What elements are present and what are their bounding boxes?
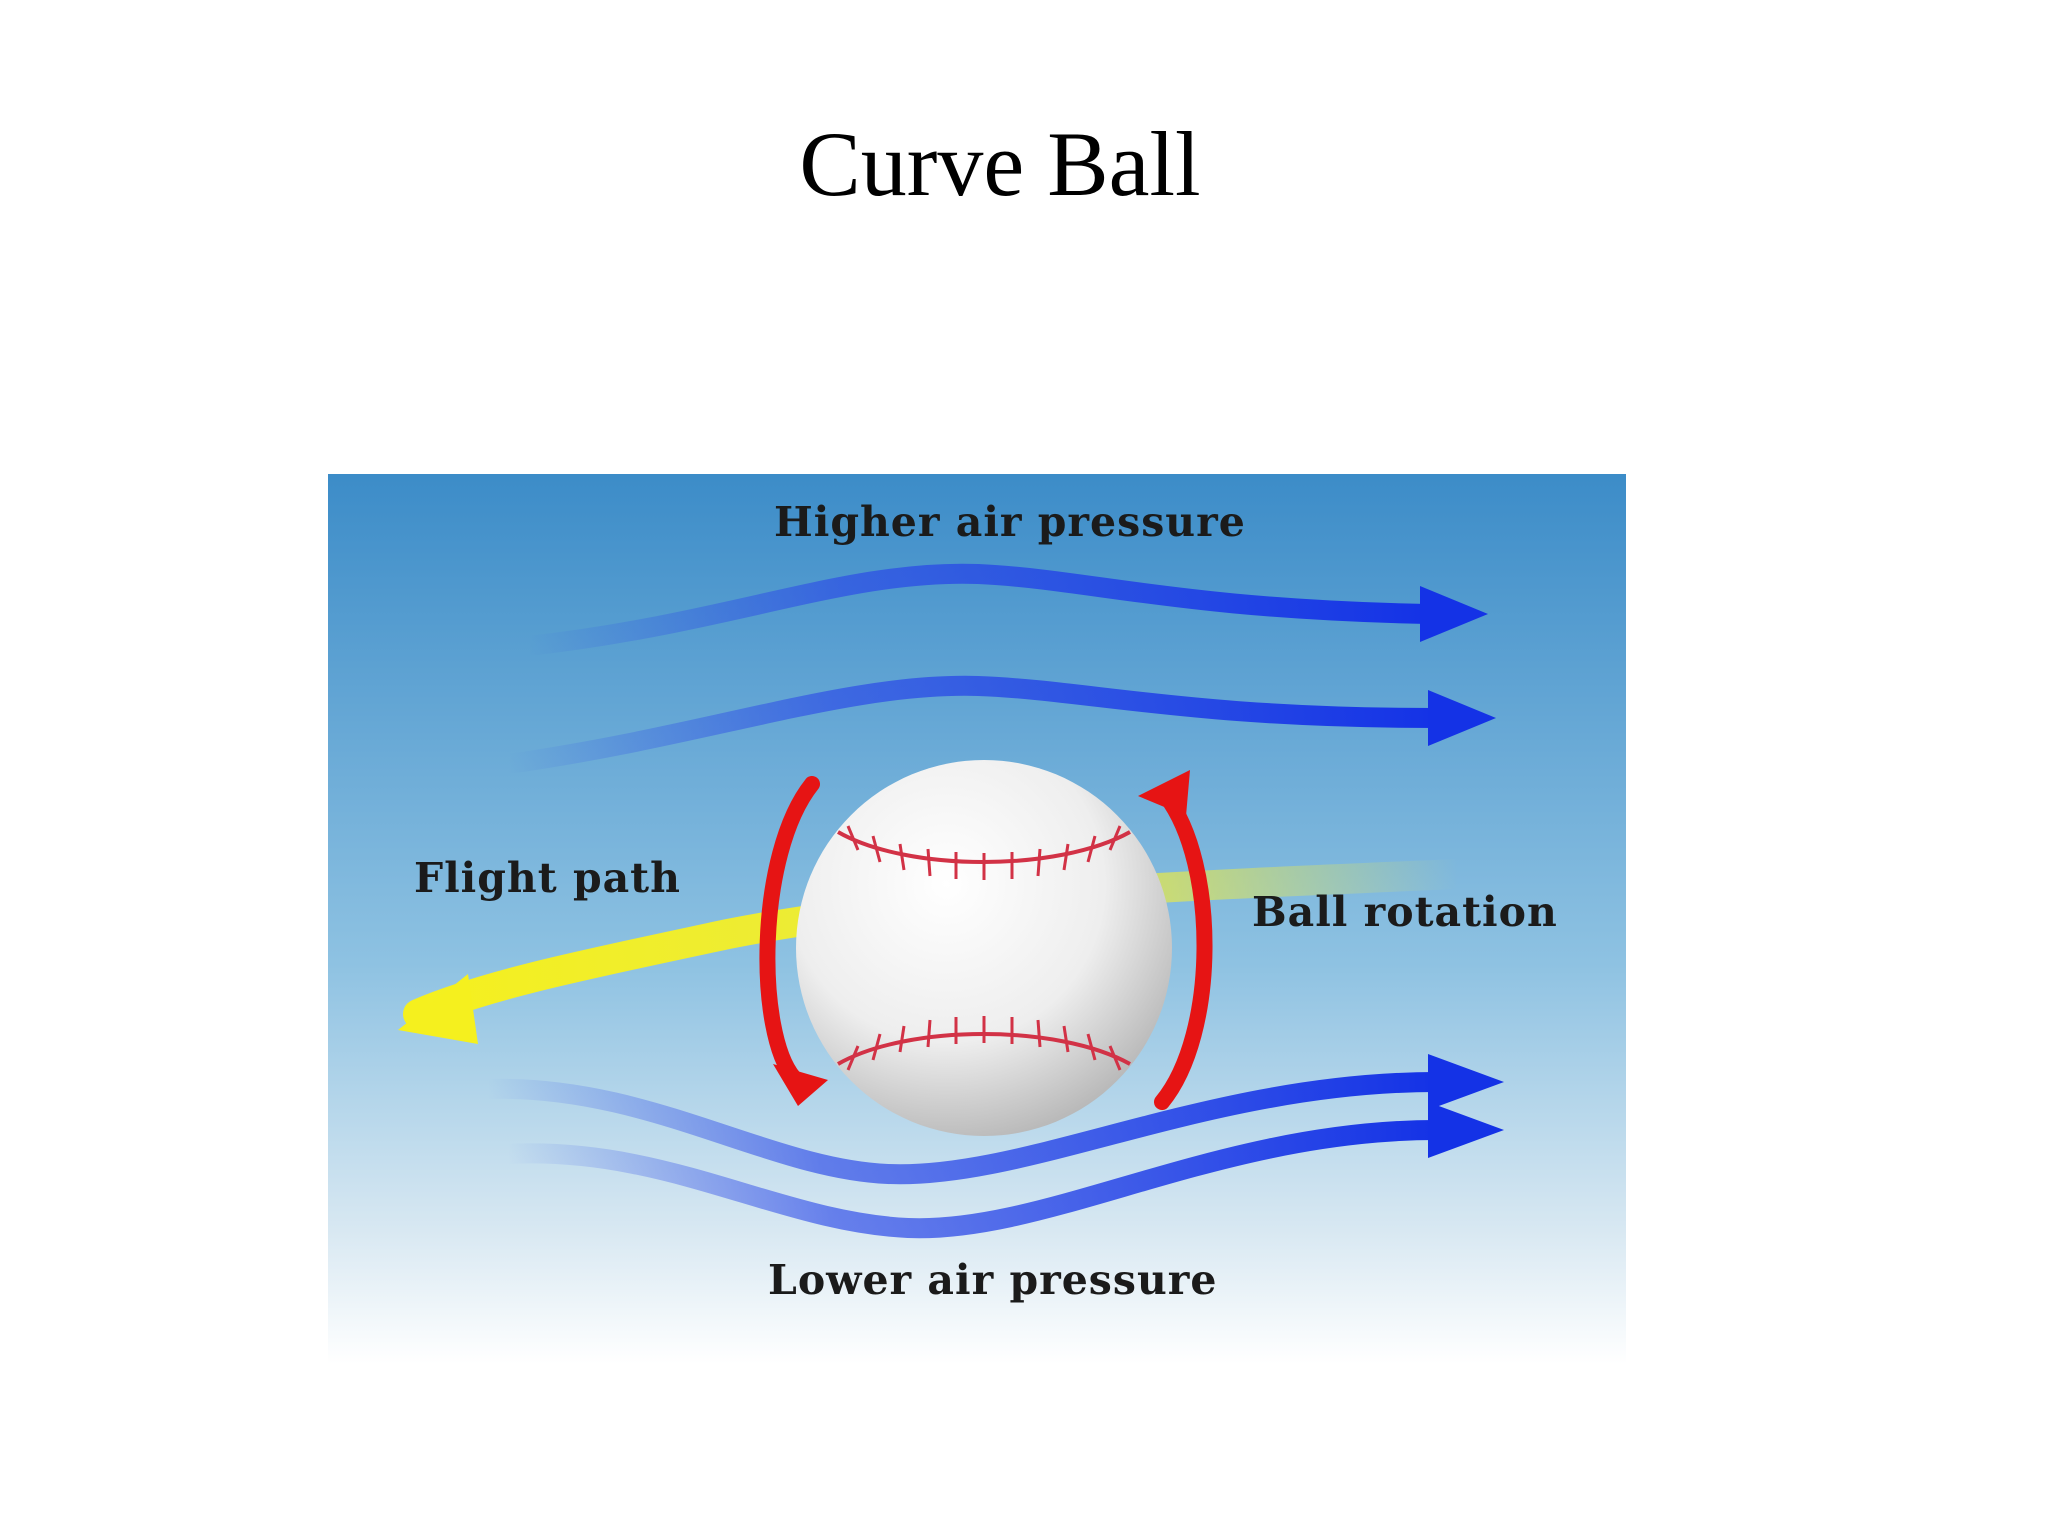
rotation-arrow-left [759,776,828,1106]
curve-ball-diagram: Higher air pressure Flight path Ball rot… [328,474,1626,1364]
slide-title: Curve Ball [799,113,1201,215]
baseball [796,760,1172,1136]
label-higher-air-pressure: Higher air pressure [774,498,1246,546]
airflow-arrow-top-1 [518,563,1488,656]
airflow-arrow-bottom-2 [498,1102,1504,1239]
airflow-arrow-bottom-1 [478,1054,1504,1185]
airflow-arrow-top-2 [498,675,1496,774]
rotation-arrow-right [1138,770,1213,1110]
label-lower-air-pressure: Lower air pressure [768,1256,1217,1304]
label-flight-path: Flight path [414,854,681,902]
label-ball-rotation: Ball rotation [1252,888,1558,936]
diagram-canvas: Higher air pressure Flight path Ball rot… [328,474,1626,1364]
